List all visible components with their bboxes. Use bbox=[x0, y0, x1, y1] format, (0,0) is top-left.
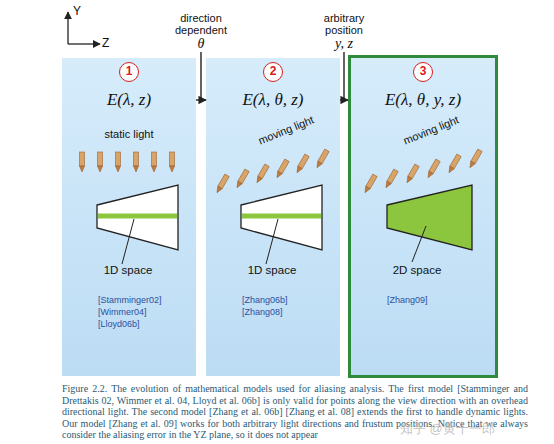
reference-list: [Zhang09] bbox=[387, 294, 473, 306]
input-line bbox=[343, 52, 344, 100]
space-label: 1D space bbox=[236, 264, 308, 276]
light-label: moving light bbox=[392, 109, 471, 150]
flow-arrow bbox=[196, 99, 206, 100]
input-label: y, z bbox=[324, 36, 364, 52]
model-panel: 3E(λ, θ, y, z)moving light 2D space [Zhang… bbox=[348, 55, 498, 378]
reference-list: [Zhang06b] [Zhang08] bbox=[242, 294, 328, 318]
watermark: 知乎 @黄十一郎 bbox=[400, 420, 540, 438]
input-label: arbitrary position bbox=[304, 12, 384, 36]
space-label: 1D space bbox=[92, 264, 164, 276]
light-label: static light bbox=[62, 128, 196, 140]
light-label: moving light bbox=[247, 109, 326, 150]
model-panel: 1E(λ, z) static light 1D space [Stamminger0… bbox=[62, 58, 196, 376]
reference-list: [Stamminger02] [Wimmer04] [Lloyd06b] bbox=[98, 294, 184, 330]
input-label: θ bbox=[191, 36, 211, 52]
step-number: 2 bbox=[263, 62, 283, 82]
error-formula: E(λ, θ, z) bbox=[206, 90, 340, 110]
model-panel: 2E(λ, θ, z)moving light 1D space [Zhang06b… bbox=[206, 58, 340, 376]
step-number: 3 bbox=[413, 62, 433, 82]
axis-label: Z bbox=[102, 36, 116, 50]
z-axis-arrow bbox=[68, 43, 100, 44]
flow-arrow bbox=[340, 99, 348, 100]
input-line bbox=[200, 52, 201, 100]
step-number: 1 bbox=[119, 62, 139, 82]
error-formula: E(λ, θ, y, z) bbox=[351, 90, 495, 110]
error-formula: E(λ, z) bbox=[62, 90, 196, 110]
axis-label: Y bbox=[73, 4, 87, 18]
input-label: direction dependent bbox=[161, 12, 241, 36]
y-axis-arrow bbox=[67, 12, 68, 44]
space-label: 2D space bbox=[381, 264, 453, 276]
